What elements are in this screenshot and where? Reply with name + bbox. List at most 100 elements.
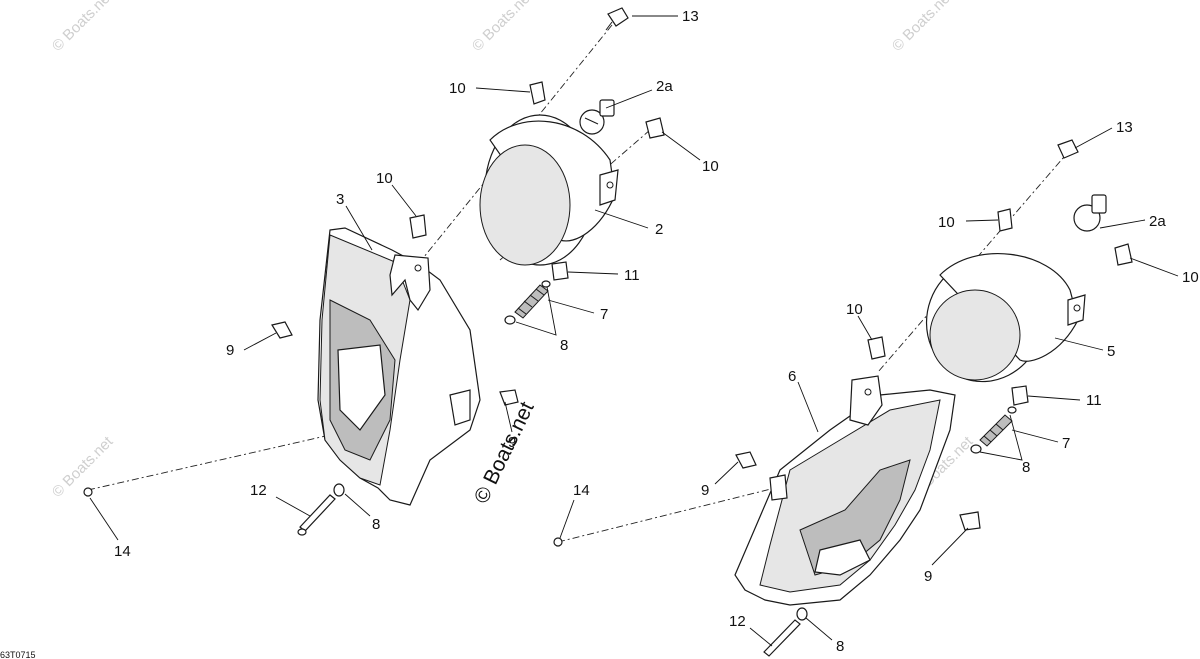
leader-line	[1099, 219, 1146, 229]
leader-line	[515, 286, 557, 336]
callout-9: 9	[226, 342, 234, 359]
callout-12: 12	[250, 482, 267, 499]
watermark-faint: © Boats.net	[889, 0, 957, 55]
leader-line	[749, 627, 773, 647]
watermark-faint: © Boats.net	[49, 0, 117, 55]
callout-8: 8	[560, 337, 568, 354]
leader-line	[547, 299, 595, 314]
callout-14: 14	[573, 482, 590, 499]
leader-line	[661, 131, 701, 161]
leader-line	[797, 381, 819, 433]
leader-line	[965, 219, 999, 222]
leader-line	[243, 332, 277, 351]
headlight-lamp	[925, 253, 1086, 383]
callout-11: 11	[1086, 392, 1102, 409]
callout-11: 11	[624, 267, 640, 284]
clip	[867, 336, 886, 360]
screw	[959, 511, 981, 531]
callout-13: 13	[682, 8, 699, 25]
leader-line	[504, 401, 513, 433]
washer	[1007, 406, 1017, 414]
leader-line	[1011, 429, 1059, 443]
callout-12: 12	[729, 613, 746, 630]
right-headlight-assembly: 13 10 2a 10 10 6 5 11 7 8 9 9 14 12 8	[553, 119, 1199, 657]
callout-10: 10	[938, 214, 955, 231]
fastener	[83, 487, 93, 497]
callout-6: 6	[788, 368, 796, 385]
watermark-faint: © Boats.net	[49, 433, 117, 501]
callout-10: 10	[846, 301, 863, 318]
callout-10: 10	[702, 158, 719, 175]
leader-line	[594, 209, 649, 229]
spring	[979, 414, 1013, 447]
leader-line	[805, 617, 833, 641]
watermark-main: © Boats.net	[470, 398, 539, 507]
callout-9: 9	[924, 568, 932, 585]
clip	[529, 81, 546, 105]
callout-10: 10	[1182, 269, 1199, 286]
callout-8: 8	[1022, 459, 1030, 476]
headlight-housing	[734, 375, 956, 606]
bulb	[579, 99, 615, 135]
drawing-code: 63T0715	[0, 650, 36, 659]
clip	[1011, 385, 1029, 406]
washer	[504, 315, 516, 325]
screw	[499, 389, 519, 406]
leader-line	[1054, 337, 1104, 351]
leader-line	[1074, 127, 1113, 149]
leader-line	[714, 461, 739, 485]
leader-line	[567, 271, 619, 275]
washer	[333, 483, 345, 497]
fastener	[553, 537, 563, 547]
bolt	[297, 494, 336, 536]
callout-2a: 2a	[1149, 213, 1166, 230]
headlight-lamp	[479, 114, 619, 266]
callout-7: 7	[600, 306, 608, 323]
clip	[645, 117, 665, 139]
callout-7: 7	[1062, 435, 1070, 452]
headlight-housing	[317, 227, 481, 506]
leader-line	[275, 496, 311, 517]
callout-10: 10	[376, 170, 393, 187]
leader-line	[345, 205, 373, 251]
clip	[409, 214, 427, 239]
callout-5: 5	[1107, 343, 1115, 360]
assembly-axis	[557, 487, 776, 543]
callout-8: 8	[372, 516, 380, 533]
bulb	[1073, 194, 1107, 232]
callout-2a: 2a	[656, 78, 673, 95]
callout-2: 2	[655, 221, 663, 238]
leader-line	[344, 493, 371, 517]
leader-line	[559, 499, 575, 539]
watermark-faint: © Boats.net	[469, 0, 537, 55]
bolt	[763, 619, 801, 657]
clip	[997, 208, 1013, 232]
leader-line	[391, 184, 417, 217]
leader-line	[605, 89, 653, 109]
clip	[1114, 243, 1133, 266]
leader-line	[475, 87, 531, 93]
washer	[970, 444, 982, 454]
leader-line	[931, 527, 969, 566]
callout-13: 13	[1116, 119, 1133, 136]
clip	[551, 261, 569, 281]
callout-8: 8	[836, 638, 844, 655]
callout-9: 9	[508, 434, 516, 451]
leader-line	[857, 315, 873, 341]
callout-10: 10	[449, 80, 466, 97]
callout-14: 14	[114, 543, 131, 560]
callout-3: 3	[336, 191, 344, 208]
washer	[796, 607, 808, 621]
leader-line	[1129, 257, 1179, 277]
leader-line	[89, 497, 119, 541]
spring	[514, 284, 549, 319]
leader-line	[979, 414, 1023, 461]
washer	[541, 280, 551, 288]
left-headlight-assembly: 13 10 2a 10 10 3 2 11 7 8 9 9 12 8 14	[83, 7, 719, 560]
leader-line	[1027, 395, 1081, 401]
screw	[735, 451, 757, 469]
screw	[271, 321, 293, 339]
callout-9: 9	[701, 482, 709, 499]
screw	[605, 7, 629, 31]
